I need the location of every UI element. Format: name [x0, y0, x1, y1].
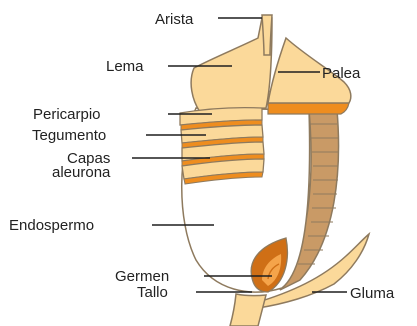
orange-top-band — [268, 103, 349, 114]
label-tallo: Tallo — [137, 284, 168, 301]
arista-shape — [262, 15, 272, 55]
tallo-shape — [230, 294, 266, 326]
label-endospermo: Endospermo — [9, 217, 94, 234]
layer-stack — [180, 108, 264, 184]
label-lema: Lema — [106, 58, 144, 75]
label-palea: Palea — [322, 65, 361, 82]
label-tegumento: Tegumento — [32, 127, 106, 144]
label-aleurona: aleurona — [52, 164, 111, 181]
label-gluma: Gluma — [350, 285, 395, 302]
lema-shape — [191, 18, 272, 112]
label-pericarpio: Pericarpio — [33, 106, 101, 123]
label-germen: Germen — [115, 268, 169, 285]
label-arista: Arista — [155, 11, 194, 28]
